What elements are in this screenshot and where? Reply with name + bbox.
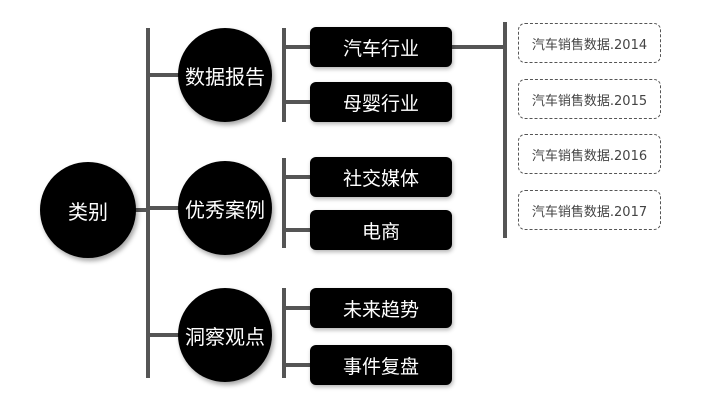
category-node-cases: 优秀案例 <box>178 161 272 255</box>
detail-node: 汽车销售数据.2014 <box>518 23 661 63</box>
root-label: 类别 <box>68 199 108 224</box>
subcategory-node: 社交媒体 <box>310 157 452 197</box>
subcategory-node: 母婴行业 <box>310 82 452 122</box>
category-label: 洞察观点 <box>185 324 265 349</box>
detail-node: 汽车销售数据.2016 <box>518 134 661 174</box>
subcategory-node: 汽车行业 <box>310 27 452 67</box>
category-node-data-report: 数据报告 <box>178 28 272 122</box>
subcategory-label: 社交媒体 <box>342 167 419 190</box>
detail-node: 汽车销售数据.2017 <box>518 190 661 230</box>
subcategory-node: 事件复盘 <box>310 345 452 385</box>
root-node: 类别 <box>40 162 136 258</box>
subcategory-node: 电商 <box>310 210 452 250</box>
detail-node: 汽车销售数据.2015 <box>518 79 661 119</box>
subcategory-label: 汽车行业 <box>342 37 419 60</box>
category-node-insights: 洞察观点 <box>178 288 272 382</box>
subcategory-label: 未来趋势 <box>342 298 419 321</box>
subcategory-label: 事件复盘 <box>342 355 419 378</box>
detail-label: 汽车销售数据.2017 <box>531 204 648 220</box>
category-label: 优秀案例 <box>185 197 265 222</box>
subcategory-node: 未来趋势 <box>310 288 452 328</box>
detail-label: 汽车销售数据.2015 <box>531 93 648 109</box>
detail-label: 汽车销售数据.2016 <box>531 148 648 164</box>
subcategory-label: 母婴行业 <box>342 92 419 115</box>
category-label: 数据报告 <box>185 64 265 89</box>
subcategory-label: 电商 <box>361 220 400 243</box>
detail-label: 汽车销售数据.2014 <box>531 37 648 53</box>
